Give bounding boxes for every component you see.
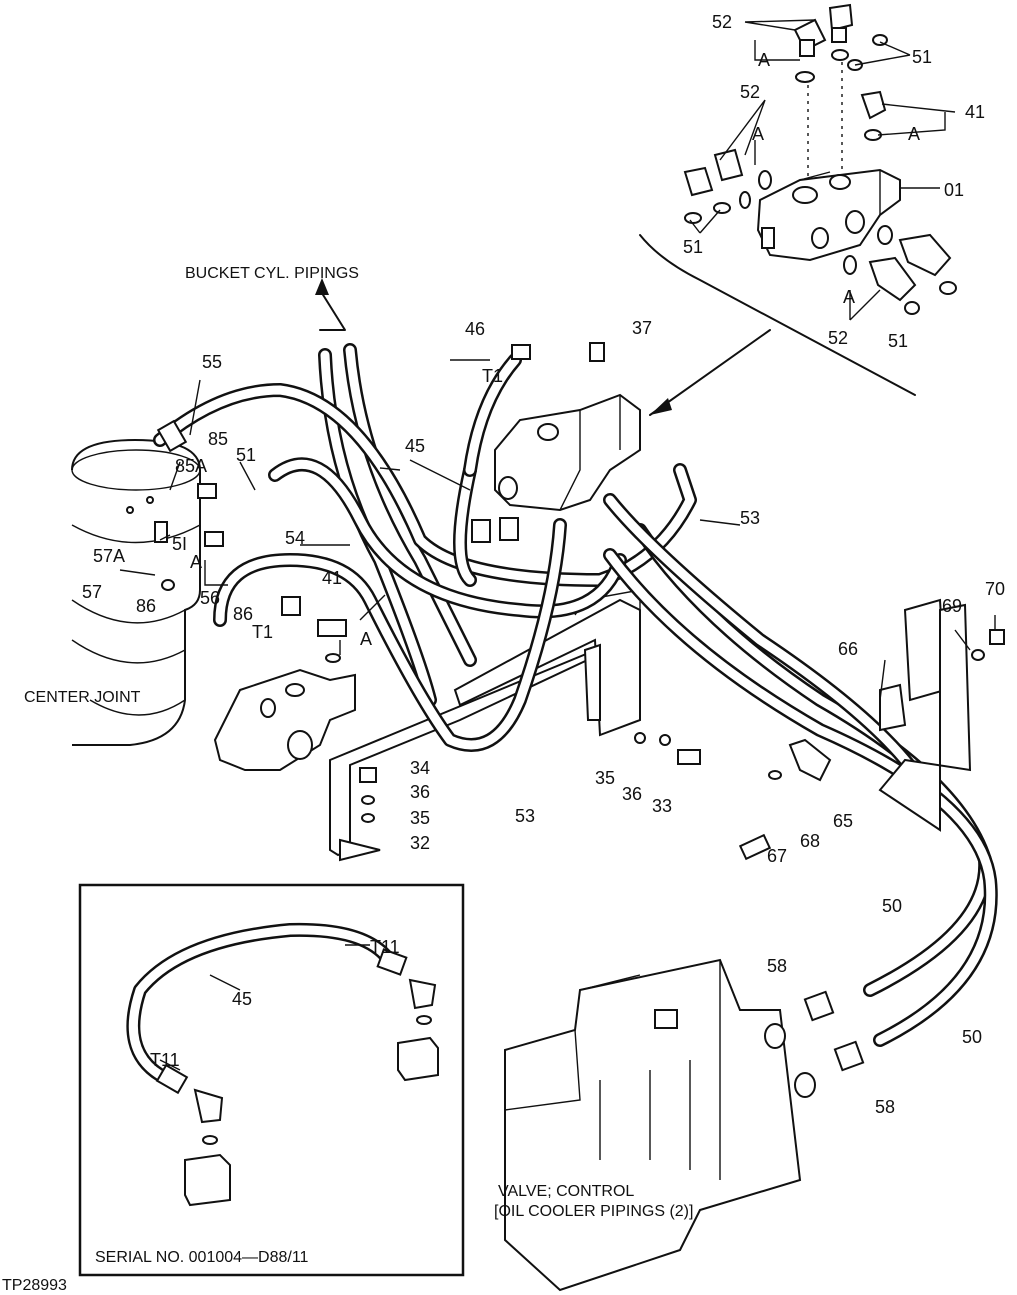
figure-id: TP28993 xyxy=(2,1277,67,1294)
callout-51: 51 xyxy=(912,47,932,67)
callout-85A: 85A xyxy=(175,456,207,476)
callout-51: 51 xyxy=(888,331,908,351)
callout-34: 34 xyxy=(410,758,430,778)
callout-A: A xyxy=(758,50,770,70)
callout-41: 41 xyxy=(965,102,985,122)
callout-67: 67 xyxy=(767,846,787,866)
callout-A: A xyxy=(908,124,920,144)
caption-valve-control: VALVE; CONTROL xyxy=(498,1183,634,1200)
callout-T11: T11 xyxy=(370,937,400,957)
callout-58: 58 xyxy=(875,1097,895,1117)
callout-58: 58 xyxy=(767,956,787,976)
caption-oil-cooler-pipings: [OIL COOLER PIPINGS (2)] xyxy=(494,1203,693,1220)
callout-37: 37 xyxy=(632,318,652,338)
callout-51: 51 xyxy=(236,445,256,465)
callout-35: 35 xyxy=(410,808,430,828)
callout-A: A xyxy=(360,629,372,649)
caption-serial-number: SERIAL NO. 001004—D88/11 xyxy=(95,1249,309,1266)
callout-labels: 52 A 51 52 A 41 A 01 51 A 52 51 BUCKET C… xyxy=(2,12,1005,1294)
callout-53: 53 xyxy=(740,508,760,528)
callout-36: 36 xyxy=(622,784,642,804)
callout-56: 56 xyxy=(200,588,220,608)
callout-57A: 57A xyxy=(93,546,125,566)
caption-center-joint: CENTER JOINT xyxy=(24,689,141,706)
callout-A: A xyxy=(190,552,202,572)
callout-65: 65 xyxy=(833,811,853,831)
callout-52: 52 xyxy=(828,328,848,348)
callout-51: 51 xyxy=(683,237,703,257)
inset-serial-variant xyxy=(78,883,465,1277)
callout-86: 86 xyxy=(233,604,253,624)
callout-A: A xyxy=(752,124,764,144)
callout-70: 70 xyxy=(985,579,1005,599)
callout-68: 68 xyxy=(800,831,820,851)
callout-36: 36 xyxy=(410,782,430,802)
callout-45: 45 xyxy=(405,436,425,456)
callout-A: A xyxy=(843,287,855,307)
callout-T11: T11 xyxy=(150,1050,180,1070)
callout-85: 85 xyxy=(208,429,228,449)
callout-54: 54 xyxy=(285,528,305,548)
callout-69: 69 xyxy=(942,596,962,616)
callout-50: 50 xyxy=(962,1027,982,1047)
callout-51: 5I xyxy=(172,534,187,554)
callout-86: 86 xyxy=(136,596,156,616)
callout-01: 01 xyxy=(944,180,964,200)
main-assembly xyxy=(71,278,1005,1292)
callout-66: 66 xyxy=(838,639,858,659)
callout-32: 32 xyxy=(410,833,430,853)
detail-valve-assembly xyxy=(639,3,957,416)
callout-41: 41 xyxy=(322,568,342,588)
callout-45: 45 xyxy=(232,989,252,1009)
callout-52: 52 xyxy=(712,12,732,32)
callout-53: 53 xyxy=(515,806,535,826)
callout-55: 55 xyxy=(202,352,222,372)
callout-35: 35 xyxy=(595,768,615,788)
callout-T1: T1 xyxy=(482,366,503,386)
caption-bucket-cyl-pipings: BUCKET CYL. PIPINGS xyxy=(185,265,359,282)
callout-50: 50 xyxy=(882,896,902,916)
callout-46: 46 xyxy=(465,319,485,339)
callout-57: 57 xyxy=(82,582,102,602)
callout-52: 52 xyxy=(740,82,760,102)
callout-T1: T1 xyxy=(252,622,273,642)
callout-33: 33 xyxy=(652,796,672,816)
